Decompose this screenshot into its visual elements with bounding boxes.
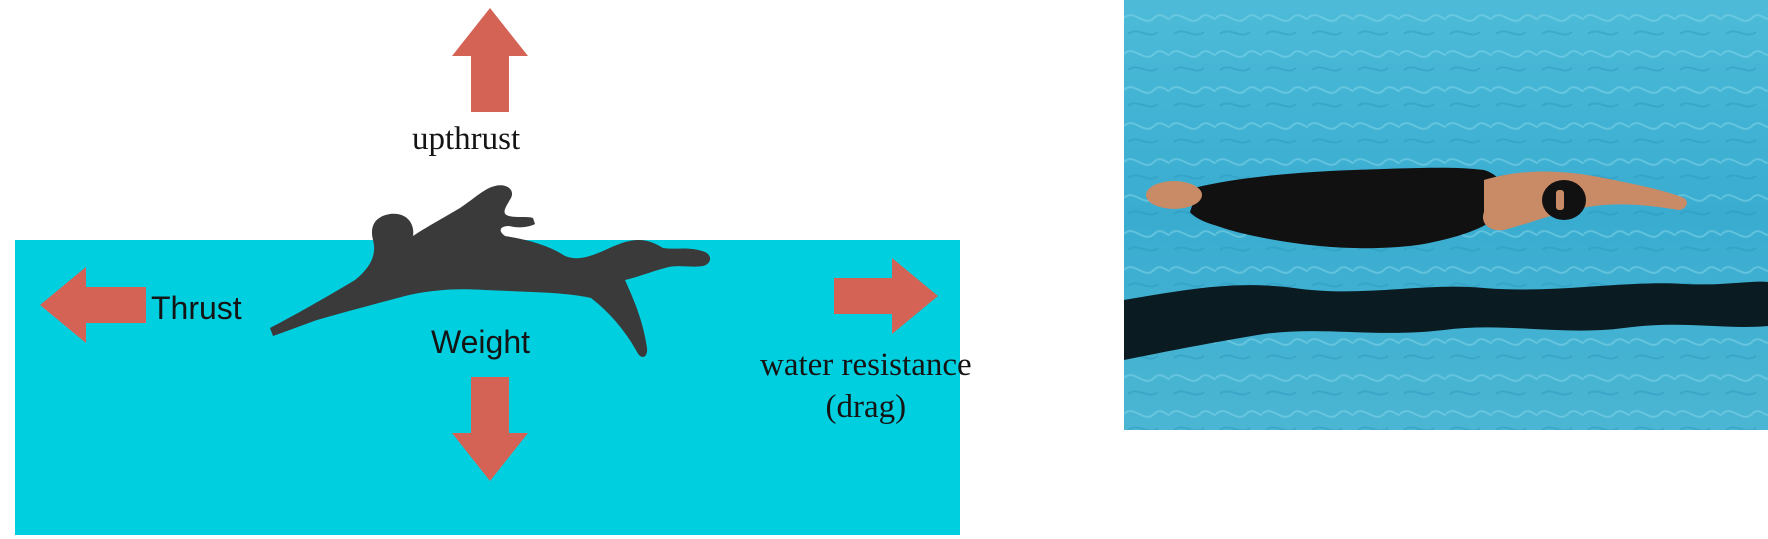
lane-line bbox=[1124, 281, 1768, 360]
thrust-label: Thrust bbox=[151, 290, 242, 326]
swimmer-feet bbox=[1146, 181, 1202, 209]
swimmer-photo-image bbox=[1124, 0, 1768, 430]
forces-diagram: upthrust Thrust Weight water resistance … bbox=[15, 8, 972, 535]
weight-arrow-icon bbox=[452, 377, 528, 481]
swimmer-photo bbox=[1124, 0, 1768, 430]
swimmer-silhouette-icon bbox=[270, 185, 711, 357]
drag-label-line2: (drag) bbox=[825, 389, 907, 425]
drag-arrow-icon bbox=[834, 258, 938, 334]
thrust-arrow-icon bbox=[40, 267, 146, 343]
swimmer-legs bbox=[1190, 200, 1377, 241]
swimmer-goggles bbox=[1556, 190, 1564, 210]
upthrust-label: upthrust bbox=[412, 121, 521, 157]
drag-label-line1: water resistance bbox=[760, 347, 972, 383]
drag-label: water resistance (drag) bbox=[760, 344, 972, 428]
upthrust-arrow-icon bbox=[452, 8, 528, 112]
weight-label: Weight bbox=[431, 324, 531, 360]
